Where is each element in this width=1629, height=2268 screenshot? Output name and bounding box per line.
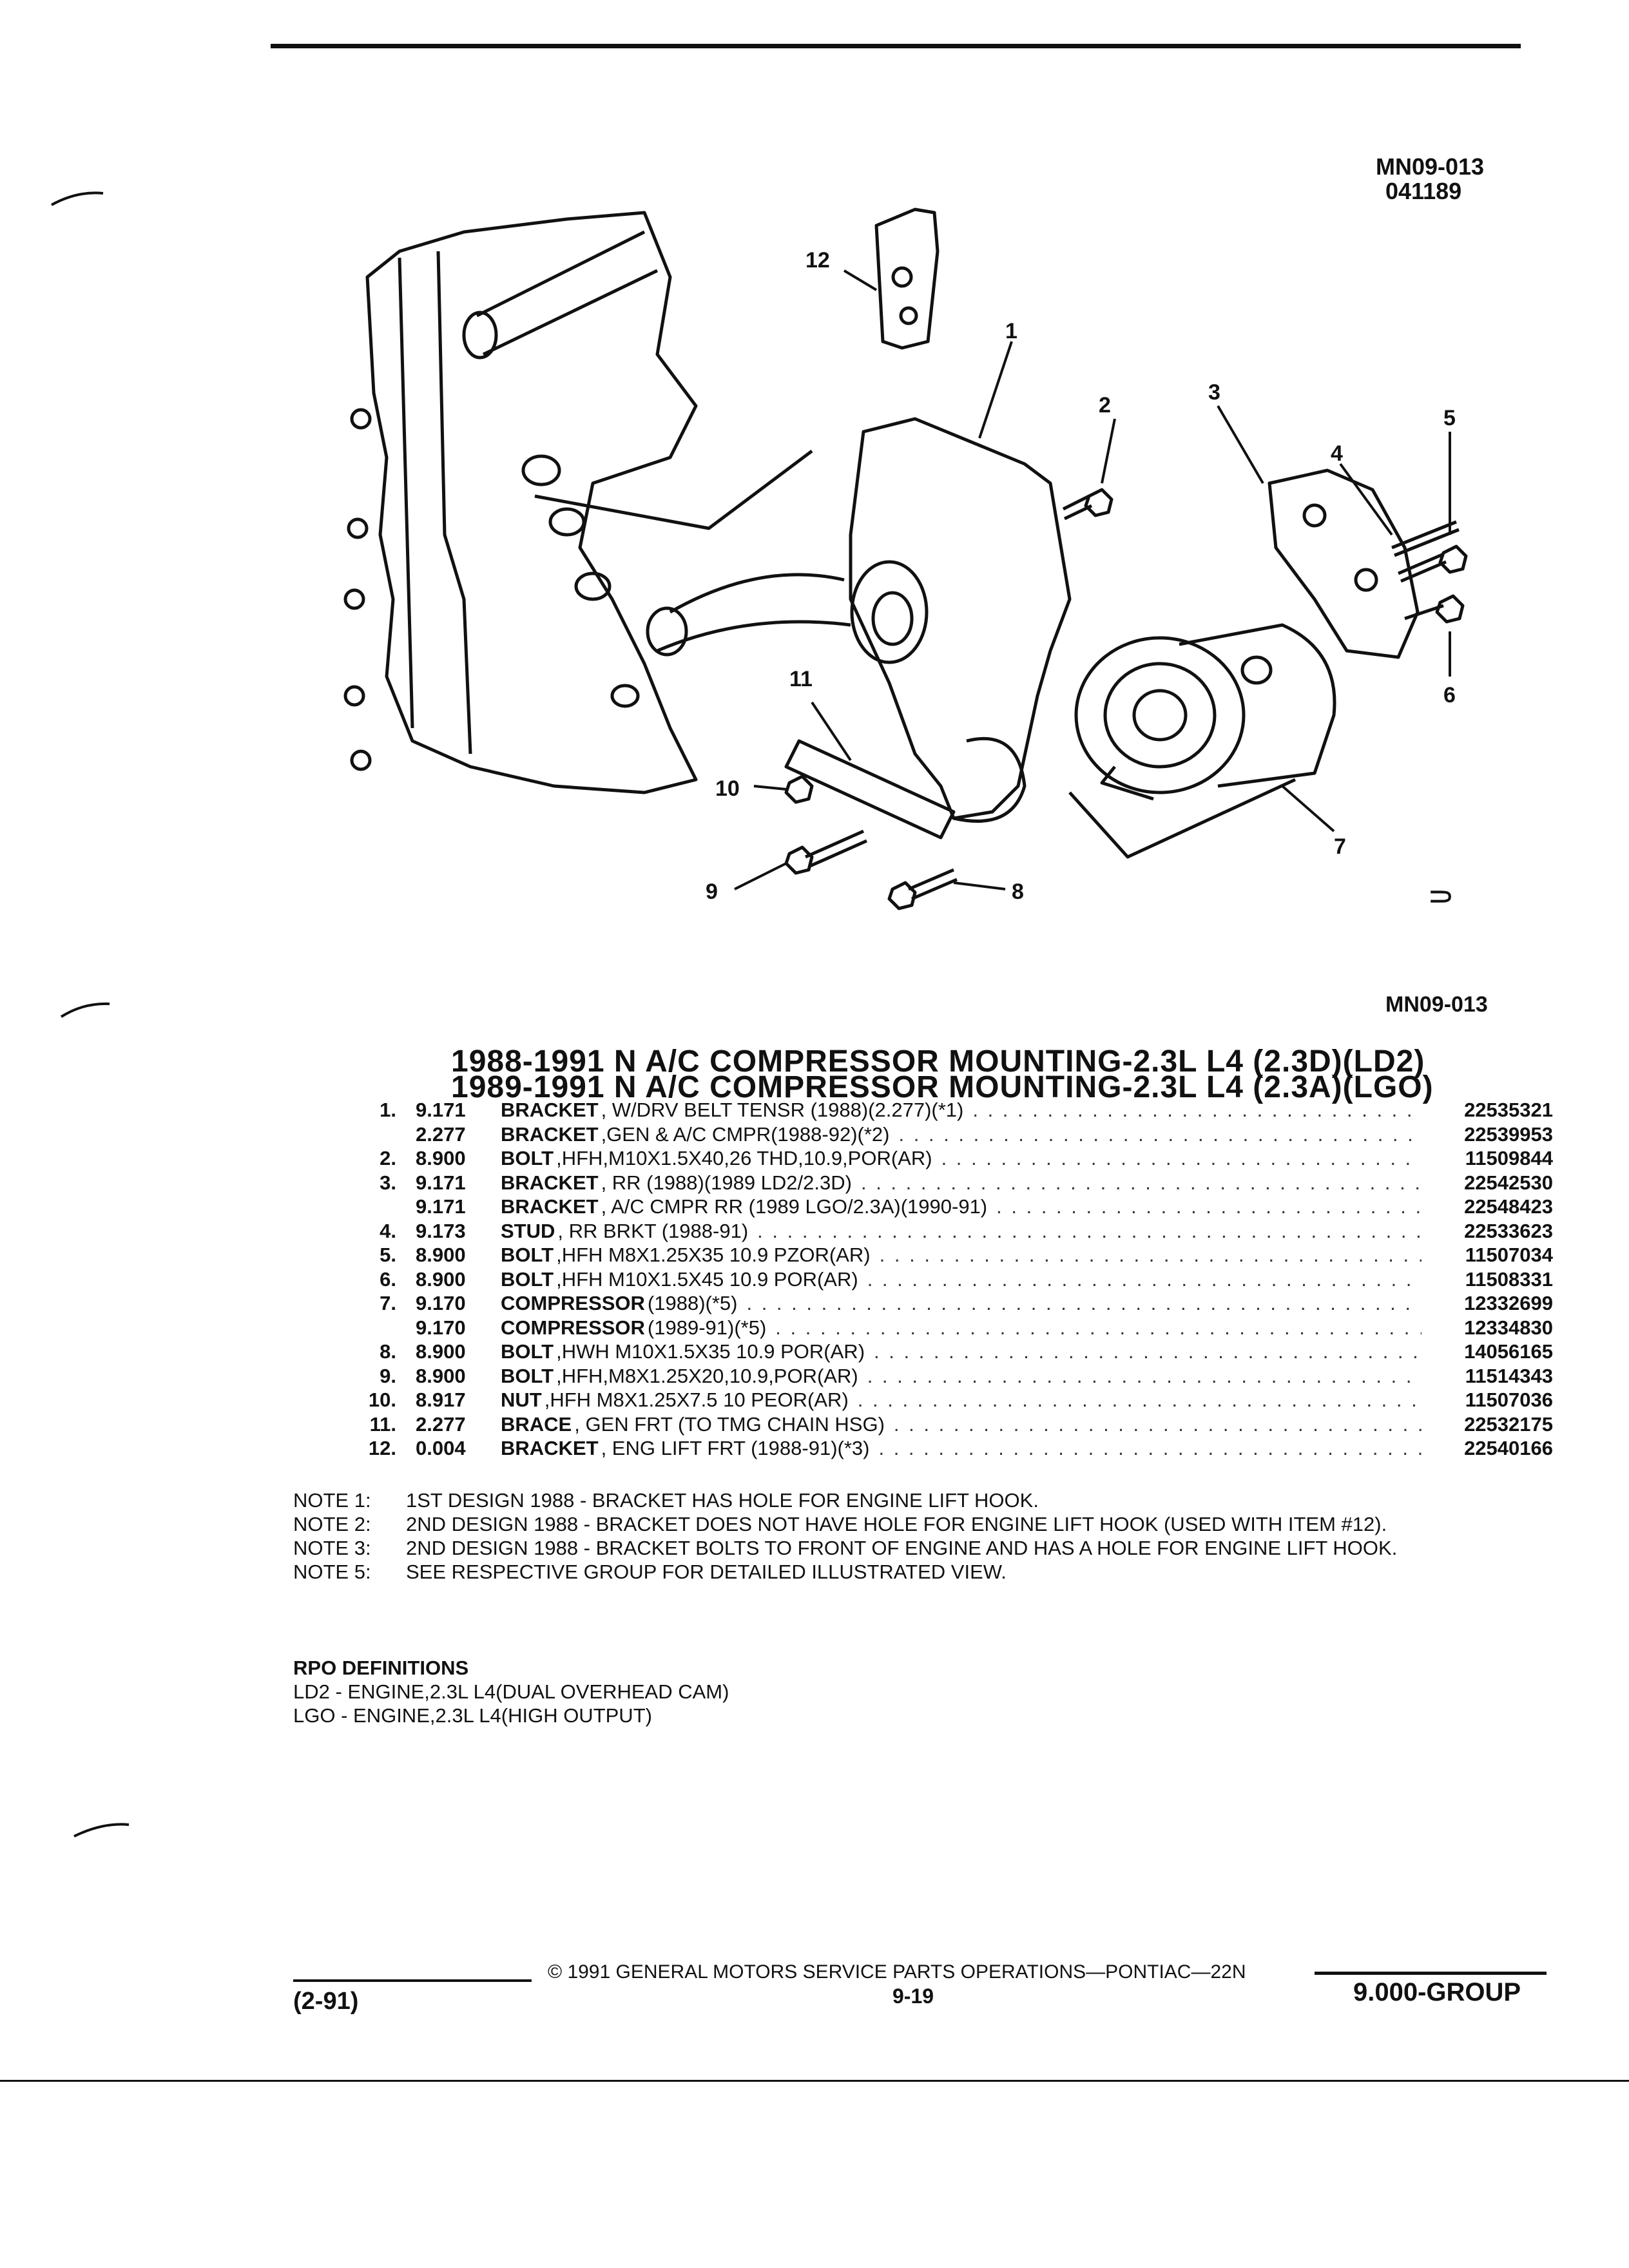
gm-logo-icon: ⸧ bbox=[1424, 878, 1458, 917]
bottom-rule bbox=[0, 2080, 1629, 2082]
footer-group: 9.000-GROUP bbox=[1353, 1978, 1521, 2006]
callout-10: 10 bbox=[715, 776, 740, 801]
drawing-code: 041189 bbox=[1385, 178, 1462, 204]
block-bolts bbox=[343, 408, 372, 771]
rpo-line: LGO - ENGINE,2.3L L4(HIGH OUTPUT) bbox=[293, 1704, 652, 1727]
top-rule bbox=[271, 44, 1521, 48]
footer-copyright: © 1991 GENERAL MOTORS SERVICE PARTS OPER… bbox=[548, 1961, 1246, 1983]
footer-date: (2-91) bbox=[293, 1988, 359, 2015]
callout-8: 8 bbox=[1012, 879, 1024, 904]
callout-2: 2 bbox=[1099, 393, 1111, 418]
footer-rule-right bbox=[1315, 1972, 1547, 1975]
figure-caption: MN09-013 bbox=[1385, 992, 1488, 1017]
note-item: NOTE 3:2ND DESIGN 1988 - BRACKET BOLTS T… bbox=[293, 1537, 1398, 1559]
scan-marks bbox=[51, 191, 130, 1838]
compressor bbox=[1074, 623, 1336, 801]
main-bracket bbox=[849, 417, 1072, 820]
part-row: 9.8.900BOLT,HFH,M8X1.25X20,10.9,POR(AR)1… bbox=[335, 1365, 1553, 1389]
callout-numbers: 1 2 3 4 5 6 7 8 9 10 11 12 bbox=[706, 248, 1456, 904]
callout-3: 3 bbox=[1208, 380, 1220, 405]
drawing-id: MN09-013 bbox=[1376, 153, 1485, 180]
rear-bracket bbox=[1268, 468, 1420, 659]
note-item: NOTE 2:2ND DESIGN 1988 - BRACKET DOES NO… bbox=[293, 1513, 1387, 1535]
note-item: NOTE 5:SEE RESPECTIVE GROUP FOR DETAILED… bbox=[293, 1561, 1007, 1583]
footer-page-number: 9-19 bbox=[892, 1984, 934, 2008]
hose bbox=[657, 573, 851, 653]
callout-6: 6 bbox=[1443, 683, 1456, 707]
bolt-8 bbox=[908, 868, 958, 901]
callout-5: 5 bbox=[1443, 406, 1456, 430]
bolt-9 bbox=[804, 829, 868, 869]
callout-9: 9 bbox=[706, 879, 718, 904]
rpo-definitions: RPO DEFINITIONS LD2 - ENGINE,2.3L L4(DUA… bbox=[293, 1656, 729, 1727]
note-item: NOTE 1:1ST DESIGN 1988 - BRACKET HAS HOL… bbox=[293, 1489, 1039, 1512]
intake-tube bbox=[476, 230, 659, 356]
bolt-5 bbox=[1398, 552, 1447, 583]
stud bbox=[1391, 520, 1460, 557]
footer-rule-left bbox=[293, 1979, 532, 1982]
nut bbox=[784, 774, 814, 804]
rpo-line: LD2 - ENGINE,2.3L L4(DUAL OVERHEAD CAM) bbox=[293, 1680, 729, 1703]
page-title-line1: 1988-1991 N A/C COMPRESSOR MOUNTING-2.3L… bbox=[451, 1044, 1425, 1079]
leader-lines bbox=[734, 269, 1451, 890]
callout-1: 1 bbox=[1005, 319, 1017, 343]
engine-block bbox=[365, 211, 698, 794]
callout-4: 4 bbox=[1331, 441, 1343, 466]
callout-11: 11 bbox=[789, 667, 813, 691]
callout-7: 7 bbox=[1334, 834, 1346, 859]
brace bbox=[784, 739, 956, 840]
exploded-view-illustration: 1 2 3 4 5 6 7 8 9 10 11 12 ⸧ bbox=[343, 207, 1468, 917]
callout-12: 12 bbox=[805, 248, 830, 273]
lift-bracket bbox=[874, 207, 940, 350]
rpo-heading: RPO DEFINITIONS bbox=[293, 1657, 469, 1679]
notes-section: NOTE 1:1ST DESIGN 1988 - BRACKET HAS HOL… bbox=[293, 1488, 1537, 1584]
